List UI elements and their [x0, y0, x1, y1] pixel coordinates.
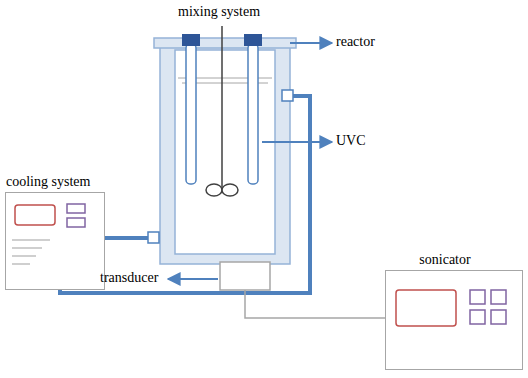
- impeller: [206, 184, 222, 196]
- leader-arrow: [290, 42, 332, 44]
- device-label: cooling system: [6, 174, 90, 190]
- device-label: sonicator: [419, 252, 470, 268]
- control-button: [470, 290, 485, 304]
- transducer-body: [220, 262, 270, 290]
- hose-port: [282, 90, 293, 101]
- cooling-unit: cooling system: [5, 192, 105, 290]
- control-button: [491, 310, 506, 324]
- leader-arrow: [168, 278, 218, 280]
- part-name: reactor: [336, 34, 375, 50]
- mixer-shaft: [221, 26, 223, 188]
- control-button: [67, 218, 85, 227]
- uv-lamp: [248, 44, 258, 184]
- transducer-cable: [245, 290, 385, 318]
- vent-line: [12, 255, 36, 257]
- sonicator-unit: sonicator: [385, 270, 523, 370]
- vent-line: [12, 247, 42, 249]
- display-panel: [15, 205, 55, 225]
- impeller: [222, 184, 238, 196]
- cooling-hose: [105, 236, 150, 240]
- control-button: [491, 290, 506, 304]
- reactor-lid: [154, 38, 296, 48]
- lamp-cap: [182, 34, 200, 46]
- control-button: [67, 204, 85, 213]
- display-panel: [396, 290, 456, 326]
- part-name: transducer: [100, 270, 158, 286]
- hose-port: [148, 232, 159, 243]
- uv-lamp: [186, 44, 196, 184]
- control-button: [470, 310, 485, 324]
- lamp-cap: [244, 34, 262, 46]
- vent-line: [12, 239, 50, 241]
- vent-line: [12, 263, 30, 265]
- leader-arrow: [262, 141, 332, 143]
- part-name: UVC: [336, 133, 366, 149]
- reactor-jacket: [160, 44, 290, 264]
- part-name: mixing system: [178, 4, 260, 20]
